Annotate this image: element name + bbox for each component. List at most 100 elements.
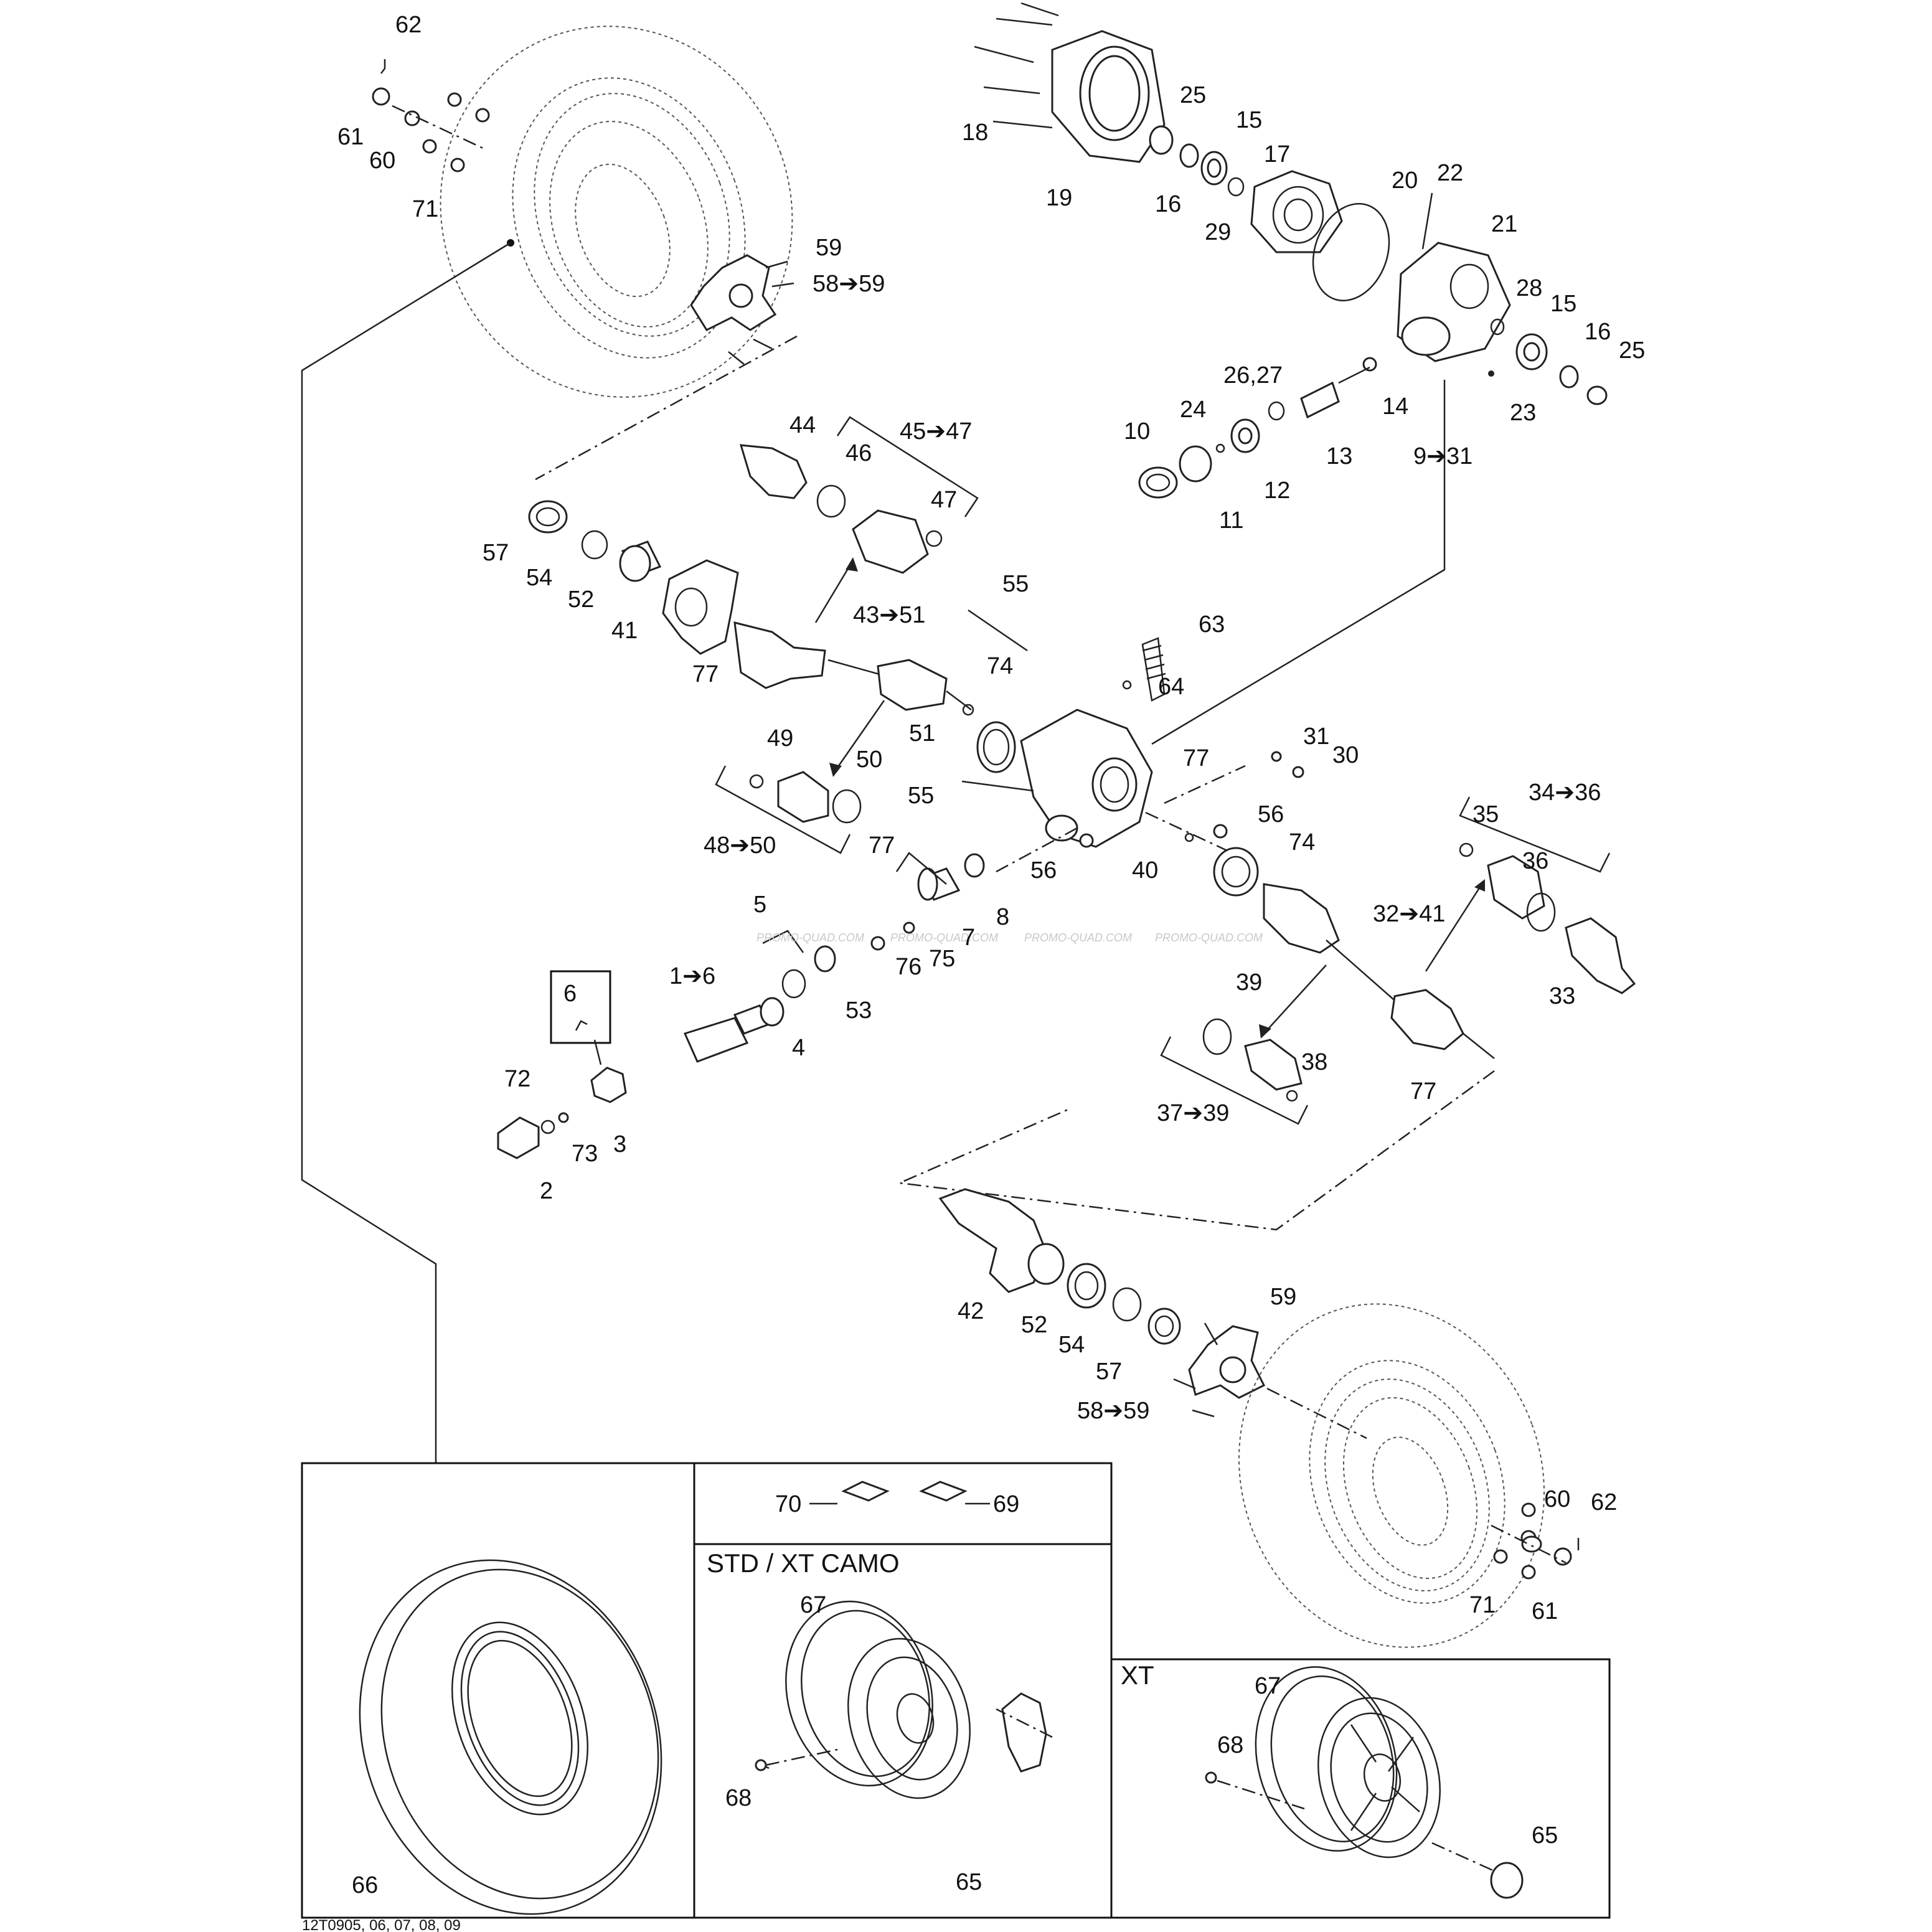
callout-55b: 55 [908, 783, 934, 809]
callout-45-47: 45➔47 [900, 418, 972, 445]
center-differential-housing [895, 609, 1304, 901]
callout-60: 60 [369, 148, 395, 174]
callout-55: 55 [1002, 571, 1029, 597]
callout-41: 41 [611, 618, 638, 644]
wheel-hub-flange [690, 254, 794, 365]
callout-16b: 16 [1585, 319, 1611, 345]
callout-75: 75 [929, 946, 955, 972]
front-right-wheel-assembly [1238, 1303, 1580, 1648]
housing-bolts [974, 2, 1059, 129]
callout-57: 57 [483, 540, 509, 566]
std-rim-67 [755, 1600, 1053, 1799]
callout-21: 21 [1491, 211, 1517, 237]
callout-44: 44 [789, 412, 816, 438]
callout-19: 19 [1046, 185, 1072, 211]
callout-59: 59 [816, 235, 842, 261]
callout-77b: 77 [1183, 745, 1209, 771]
callout-39: 39 [1236, 969, 1262, 996]
callout-52b: 52 [1021, 1312, 1047, 1338]
callout-6: 6 [563, 981, 577, 1007]
callout-38: 38 [1301, 1049, 1327, 1075]
callout-31: 31 [1303, 723, 1329, 750]
lug-nuts [372, 59, 490, 172]
callout-26-27: 26,27 [1223, 362, 1283, 389]
callout-1-6: 1➔6 [669, 963, 715, 989]
callout-36: 36 [1522, 848, 1548, 874]
tire-and-rim-panels [301, 1462, 1611, 1919]
callout-4: 4 [792, 1035, 805, 1061]
callout-49: 49 [767, 725, 793, 752]
callout-28: 28 [1516, 275, 1542, 301]
propeller-shaft-exploded [497, 921, 915, 1159]
callout-22: 22 [1437, 160, 1463, 186]
callout-60b: 60 [1544, 1486, 1570, 1512]
callout-56b: 56 [1030, 857, 1057, 884]
callout-57b: 57 [1096, 1359, 1122, 1385]
callout-72: 72 [504, 1066, 530, 1092]
callout-71b: 71 [1469, 1592, 1496, 1618]
callout-12: 12 [1264, 478, 1290, 504]
callout-74b: 74 [1289, 829, 1315, 855]
callout-59b: 59 [1270, 1284, 1296, 1310]
callout-25b: 25 [1619, 337, 1645, 364]
callout-74: 74 [987, 653, 1013, 679]
callout-77c: 77 [869, 832, 895, 859]
callout-43-51: 43➔51 [853, 602, 925, 628]
callout-42: 42 [958, 1298, 984, 1324]
front-differential-exploded [974, 2, 1608, 745]
callout-18: 18 [962, 120, 988, 146]
callout-14: 14 [1382, 393, 1408, 420]
callout-73: 73 [572, 1141, 598, 1167]
callout-10: 10 [1124, 418, 1150, 445]
callout-50: 50 [856, 747, 882, 773]
callout-62b: 62 [1591, 1489, 1617, 1515]
callout-33: 33 [1549, 983, 1575, 1009]
callout-13: 13 [1326, 443, 1352, 469]
callout-34-36: 34➔36 [1529, 780, 1601, 806]
callout-30: 30 [1332, 742, 1359, 768]
callout-63: 63 [1199, 611, 1225, 638]
callout-70: 70 [775, 1491, 801, 1517]
callout-11: 11 [1219, 507, 1243, 534]
callout-40: 40 [1132, 857, 1158, 884]
callout-58-59b: 58➔59 [1077, 1398, 1149, 1424]
watermark-strip: PROMO-QUAD.COM PROMO-QUAD.COM PROMO-QUAD… [756, 931, 1263, 944]
callout-48-50: 48➔50 [704, 832, 776, 859]
xt-title: XT [1121, 1661, 1154, 1690]
callout-71: 71 [412, 196, 438, 222]
callout-25: 25 [1180, 82, 1206, 108]
callout-3: 3 [613, 1131, 626, 1157]
callout-9-31: 9➔31 [1413, 443, 1473, 469]
callout-53: 53 [846, 997, 872, 1024]
xt-rim-67 [1205, 1666, 1524, 1899]
callout-7: 7 [962, 925, 975, 951]
callout-17: 17 [1264, 141, 1290, 167]
callout-51: 51 [909, 720, 935, 747]
svg-text:PROMO-QUAD.COM: PROMO-QUAD.COM [1155, 931, 1263, 944]
callout-2: 2 [540, 1178, 553, 1204]
callout-32-41: 32➔41 [1373, 901, 1445, 927]
callout-67: 67 [800, 1592, 826, 1618]
callout-68: 68 [725, 1785, 752, 1811]
callout-66: 66 [352, 1872, 378, 1898]
callout-69: 69 [993, 1491, 1019, 1517]
callout-47: 47 [931, 487, 957, 513]
callout-52: 52 [568, 587, 594, 613]
svg-text:PROMO-QUAD.COM: PROMO-QUAD.COM [890, 931, 998, 944]
right-drive-shaft-exploded [897, 796, 1636, 1231]
callout-20: 20 [1392, 167, 1418, 194]
callout-58-59: 58➔59 [813, 271, 885, 297]
callout-77d: 77 [1410, 1078, 1436, 1105]
callout-35: 35 [1473, 801, 1499, 827]
callout-23: 23 [1510, 400, 1536, 426]
callout-65: 65 [956, 1869, 982, 1895]
callout-54: 54 [526, 565, 552, 591]
callout-16: 16 [1155, 191, 1181, 217]
callout-5: 5 [753, 892, 766, 918]
callout-77: 77 [692, 661, 719, 687]
callout-24: 24 [1180, 397, 1206, 423]
callout-29: 29 [1205, 219, 1231, 245]
callout-65b: 65 [1532, 1822, 1558, 1849]
tire-66 [359, 1559, 662, 1915]
